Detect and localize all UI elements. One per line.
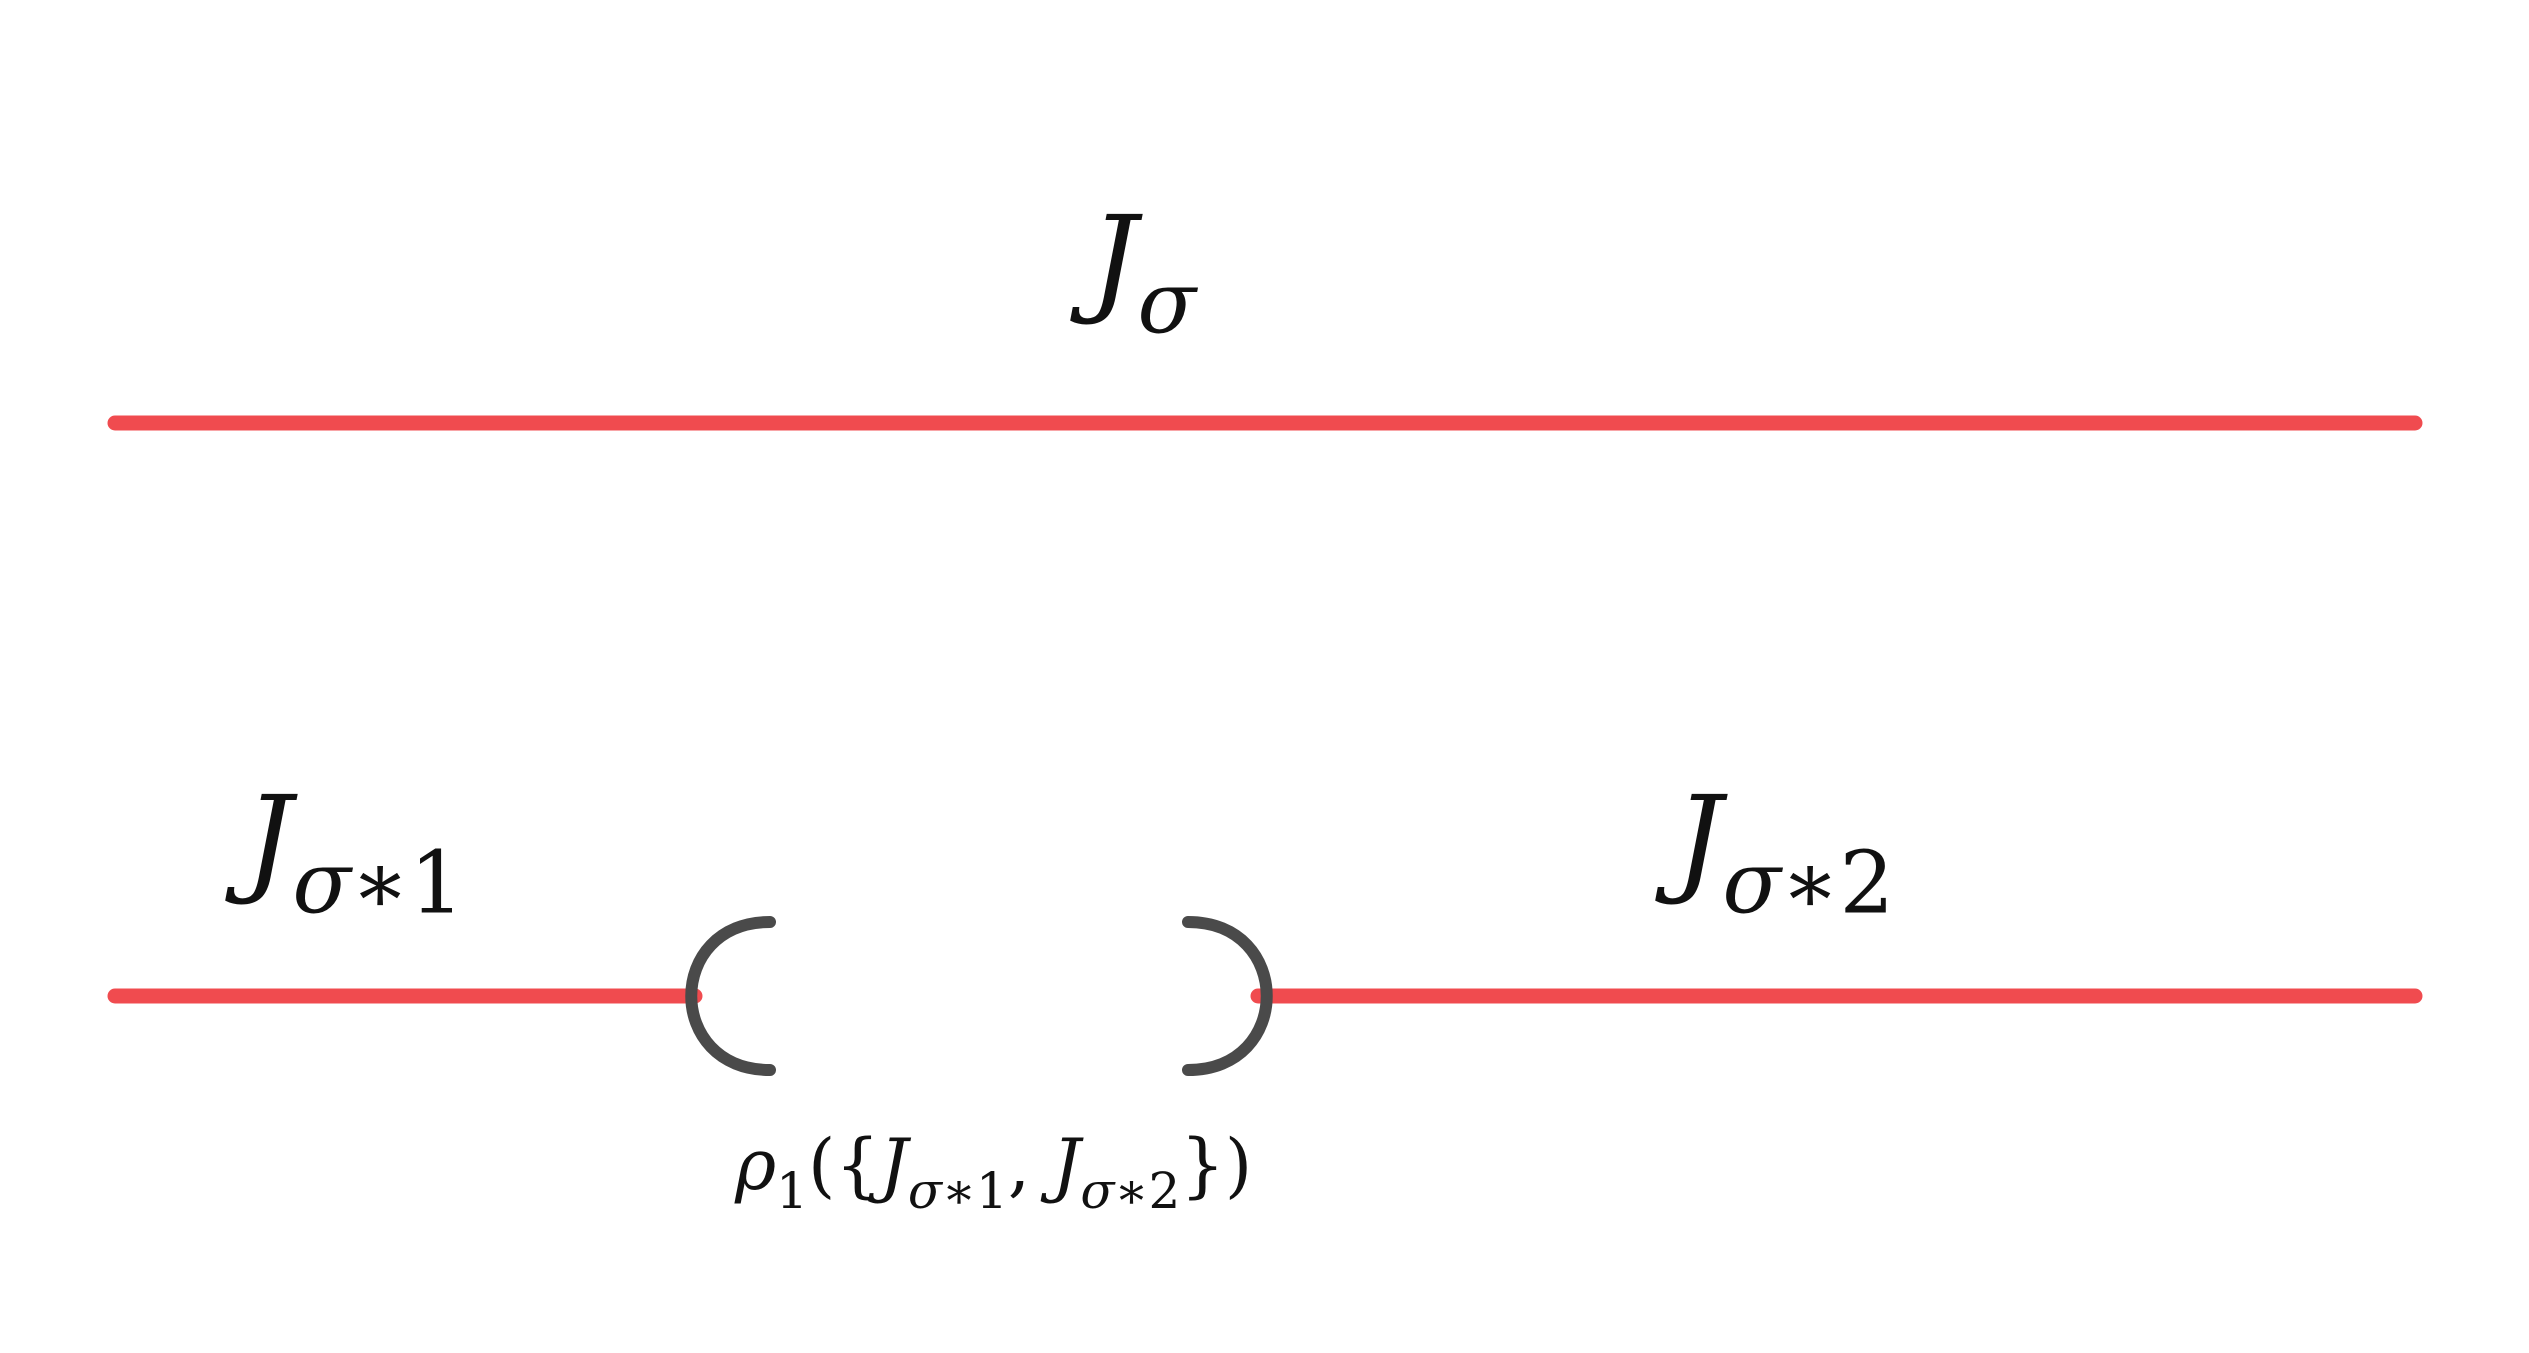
label-j-sigma-star-2: Jσ∗2 [1675,780,1894,927]
label-j-sigma-star-1-base: J [245,770,293,908]
gap-rho: ρ [735,1124,777,1206]
gap-j2: J [1052,1124,1081,1206]
gap-rho-sub-text: 1 [776,1162,808,1220]
label-j-sigma-star-2-sub-rest: ∗2 [1781,833,1895,934]
label-j-sigma-star-2-sub: σ∗2 [1722,834,1894,934]
label-j-sigma-sub-text: σ [1137,253,1197,354]
gap-comma: , [1007,1124,1053,1206]
label-j-sigma-star-2-sub-sigma: σ [1722,833,1782,934]
label-j-sigma-star-2-base: J [1675,770,1723,908]
gap-rho-sub: 1 [776,1162,808,1220]
label-j-sigma-star-1: Jσ∗1 [245,780,464,927]
open-paren-bracket [685,916,776,1076]
label-j-sigma-star-1-sub-rest: ∗1 [351,833,465,934]
gap-j1-sub-sigma: σ [907,1162,943,1220]
gap-open-delims: ({ [807,1124,880,1206]
gap-j2-sub-rest: ∗2 [1114,1162,1181,1220]
gap-j1-sub-rest: ∗1 [942,1162,1008,1220]
close-paren-bracket [1182,916,1273,1076]
gap-j1: J [879,1124,908,1206]
label-j-sigma-star-1-sub: σ∗1 [292,834,464,934]
label-j-sigma-sub: σ [1137,254,1196,354]
gap-j2-sub-sigma: σ [1080,1162,1115,1220]
gap-j2-sub: σ∗2 [1080,1162,1180,1220]
label-j-sigma-star-1-sub-sigma: σ [292,833,352,934]
label-rho-gap: ρ1({Jσ∗1, Jσ∗2}) [735,1130,1252,1216]
gap-close-delims: }) [1180,1124,1253,1206]
gap-j1-sub: σ∗1 [908,1162,1008,1220]
label-j-sigma-base: J [1090,190,1138,328]
label-j-sigma: Jσ [1090,200,1196,347]
